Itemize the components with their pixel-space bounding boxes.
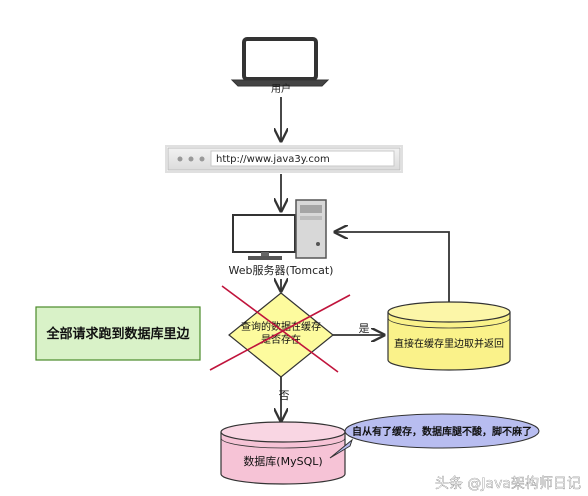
bubble-text: 自从有了缓存，数据库腿不酸，脚不麻了: [352, 425, 532, 438]
laptop-icon: [230, 37, 330, 87]
cache-text: 直接在缓存里边取并返回: [394, 337, 504, 350]
all-requests-to-db-box: [35, 306, 201, 361]
browser-bar-icon: [165, 145, 403, 173]
web-server-label: Web服务器(Tomcat): [229, 264, 334, 277]
database-cylinder: [220, 421, 346, 485]
yes-label: 是: [359, 322, 370, 335]
red-cross-mark: [209, 285, 351, 373]
all-requests-to-db-text: 全部请求跑到数据库里边: [45, 326, 190, 342]
no-label: 否: [279, 389, 290, 402]
decision-text-line1: 查询的数据在缓存: [241, 320, 321, 333]
watermark: 头条 @Java架构师日记: [435, 475, 581, 492]
arrow-cache-return-to-server: [335, 232, 450, 302]
server-icon: [295, 199, 327, 259]
database-text: 数据库(MySQL): [243, 454, 322, 468]
user-label: 用户: [271, 82, 291, 95]
url-text: http://www.java3y.com: [216, 154, 330, 165]
monitor-icon: [232, 214, 296, 260]
speech-bubble: [329, 413, 540, 459]
cache-cylinder: [387, 301, 511, 371]
